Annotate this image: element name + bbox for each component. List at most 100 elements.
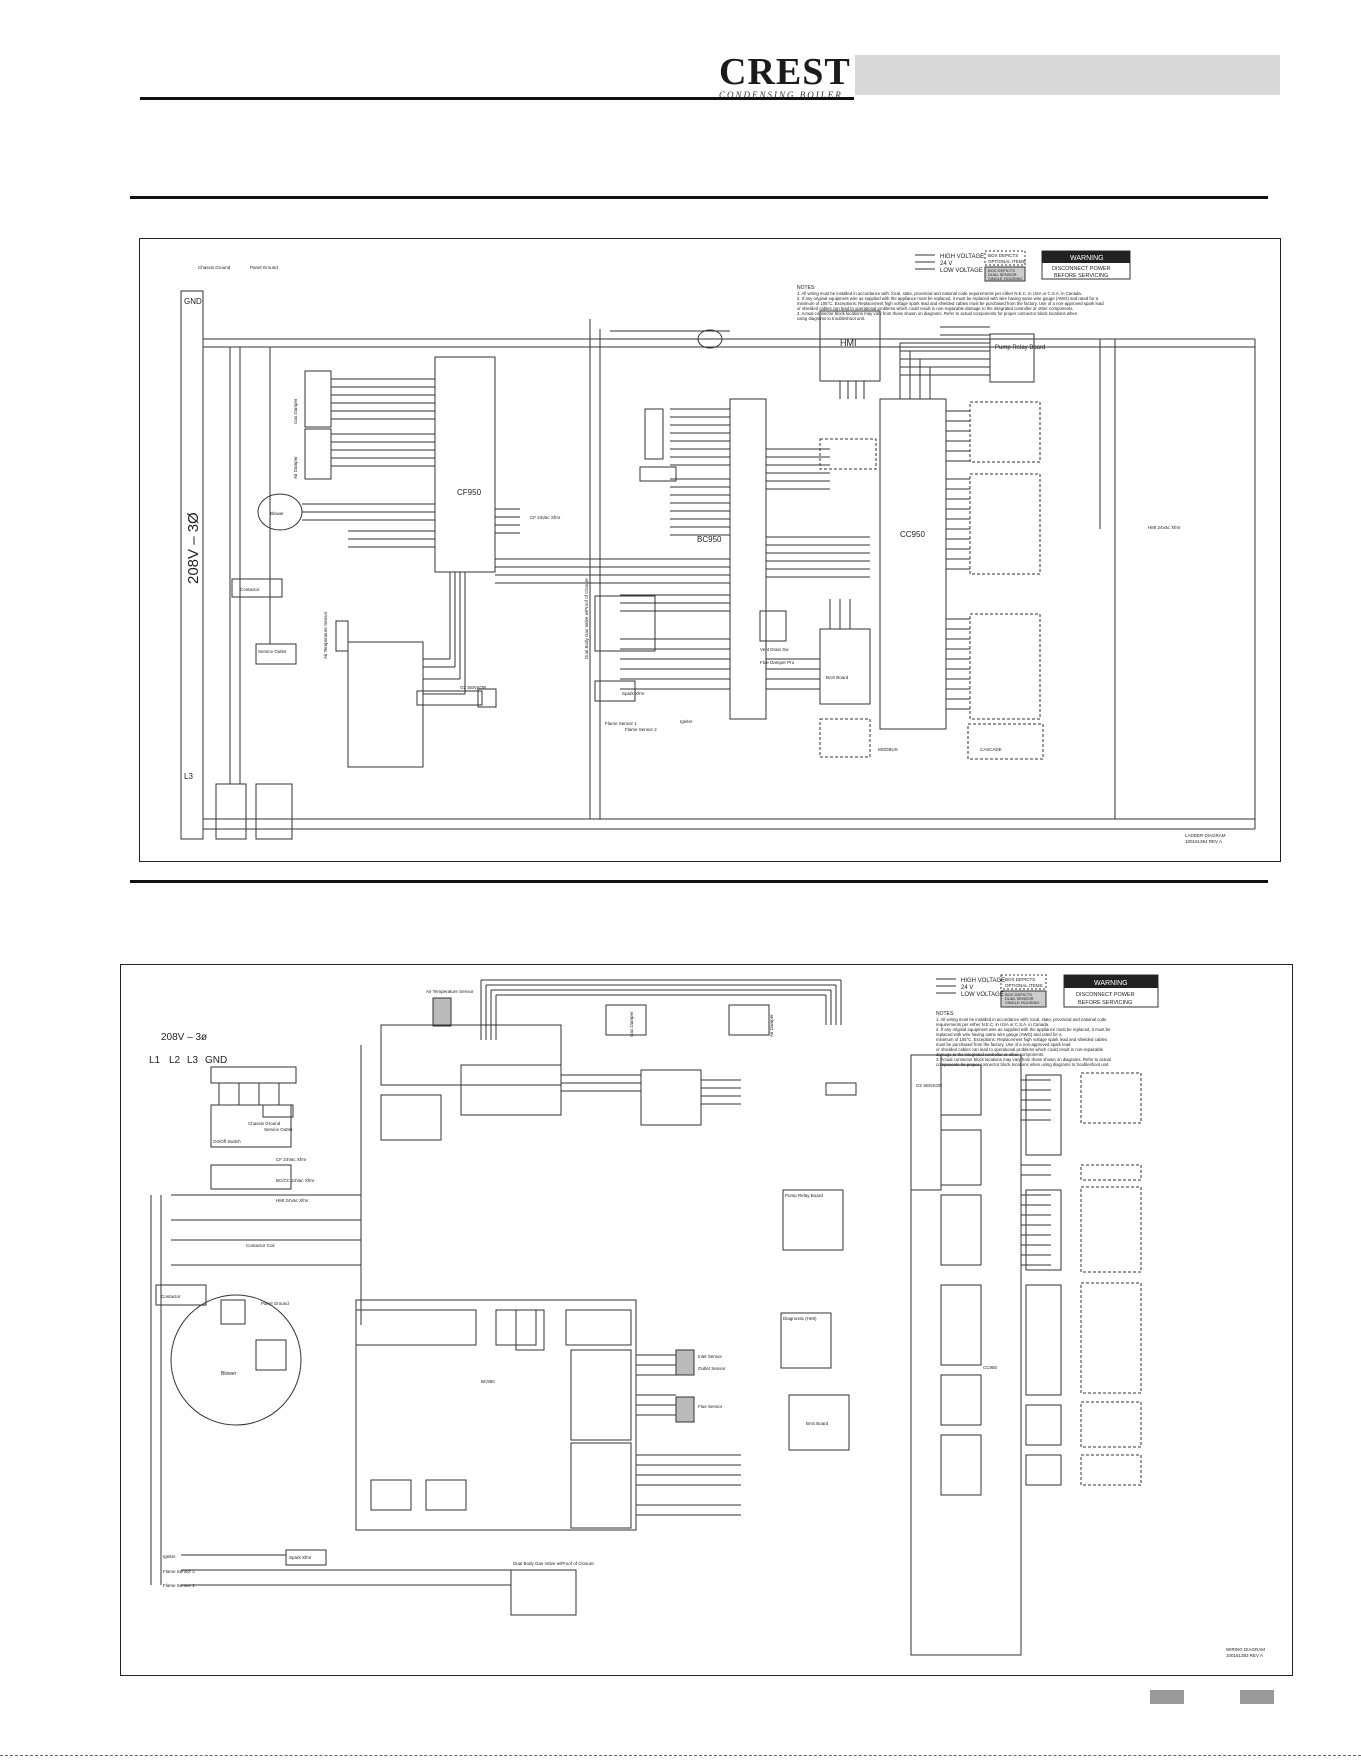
hmi-xfmr2-label: HMI 24Vac Xfmr (276, 1198, 309, 1203)
air-temp-label: Air Temperature Sensor (323, 611, 328, 659)
cf950-board (434, 356, 496, 573)
legend2-low: LOW VOLTAGE (961, 992, 1004, 998)
hmi2-label: Diagnostic (HMI) (783, 1316, 817, 1321)
cc950-label: CC950 (900, 530, 925, 539)
service-outlet-label: Service Outlet (258, 649, 287, 654)
note2-line-5: minimum of 105°C. Exceptions: Replacemen… (936, 1037, 1107, 1042)
blower2-label: Blower (221, 1371, 237, 1377)
crest-logo: CREST CONDENSING BOILER (719, 51, 855, 100)
note-line-3: minimum of 105°C. Exceptions: Replacemen… (797, 301, 1104, 306)
pump-relay-board (782, 1189, 844, 1251)
logo-main-text: CREST (719, 51, 851, 93)
main-power-bus (180, 290, 204, 840)
warning-header-bar-2 (1064, 975, 1158, 988)
chassis-ground-label: Chassis Ground (198, 265, 231, 270)
flue-damper-label: Flue Damper Pro (760, 660, 795, 665)
cc950-main (910, 1054, 1022, 1656)
wiring-diagram-svg: HIGH VOLTAGE 24 V LOW VOLTAGE BOX DEPICT… (149, 974, 1265, 1658)
wiring-label-1: WIRING DIAGRAM (1226, 1647, 1265, 1652)
gnd-label: GND (184, 297, 202, 306)
note-line-2: 2. If any original equipment wire as sup… (797, 296, 1099, 301)
warning-line1: DISCONNECT POWER (1052, 266, 1111, 272)
cf950-label: CF950 (457, 488, 482, 497)
box-dual-line3: SINGLE HOUSING (988, 276, 1022, 281)
phase-l1: L1 (149, 1055, 161, 1066)
igniter-label: Igniter (680, 719, 693, 724)
note2-line-10: components for proper connector block lo… (936, 1062, 1109, 1067)
legend2-24v: 24 V (961, 985, 973, 991)
warning2-title: WARNING (1094, 980, 1128, 987)
pump-relay2-label: Pump Relay Board (785, 1193, 823, 1198)
wiring-diagram: HIGH VOLTAGE 24 V LOW VOLTAGE BOX DEPICT… (120, 964, 1293, 1676)
voltage2-label: 208V – 3ø (161, 1032, 207, 1043)
pump-relay-box (989, 333, 1035, 383)
o2-sensor2-label: O2 SENSOR (916, 1083, 943, 1088)
box2-optional-line2: OPTIONAL ITEMS (1005, 983, 1043, 988)
bc950-board (729, 398, 767, 720)
note-line-5: 3. Actual connector block locations may … (797, 311, 1078, 316)
bas-board (819, 628, 871, 705)
ladder-label-1: LADDER DIAGRAM (1185, 833, 1226, 838)
flame1-2-label: Flame Sensor 1 (163, 1583, 195, 1588)
vent-drain-label: Vent Drain Sw (760, 647, 789, 652)
header-bar (855, 55, 1280, 95)
pump-relay-label: Pump Relay Board (995, 345, 1045, 351)
bas-board-label: BAS Board (826, 675, 849, 680)
inlet2-label: Inlet Sensor (698, 1354, 723, 1359)
cf-xfmr-label: CF 24Vac Xfmr (530, 515, 561, 520)
panel-ground-label: Panel Ground (250, 265, 278, 270)
section-rule-middle (130, 880, 1268, 883)
box-dual-line1: BOX DEPICTS (988, 268, 1015, 273)
phase-gnd: GND (205, 1055, 227, 1066)
on-off-label: On/Off Switch (213, 1139, 241, 1144)
cf-xfmr2-label: CF 24Vac Xfmr (276, 1157, 307, 1162)
box2-optional-line1: BOX DEPICTS (1005, 977, 1035, 982)
air-damper-label: Air Damper (293, 456, 298, 479)
header-rule (140, 97, 854, 100)
ladder-label-2: 100161394 REV A (1185, 839, 1222, 844)
bas-board-2 (788, 1394, 850, 1451)
bc950-2-label: BC950 (481, 1379, 495, 1384)
page-tab-left (1150, 1690, 1184, 1704)
note2-line-7: or shielded cables can lead to operation… (936, 1047, 1104, 1052)
box2-dual-line2: DUAL SENSOR (1005, 996, 1034, 1001)
blower-label: Blower (270, 511, 284, 516)
gas-damper2-label: Gas Damper (629, 1011, 634, 1037)
notes-title: NOTES: (797, 285, 816, 291)
box-optional-line1: BOX DEPICTS (988, 253, 1018, 258)
note2-line-6: must be purchased from the factory. Use … (936, 1042, 1071, 1047)
warning-header-bar (1042, 251, 1130, 263)
air-damper2-label: Air Damper (769, 1014, 774, 1037)
flame2-2-label: Flame Sensor 2 (163, 1569, 195, 1574)
logo-sub-text: CONDENSING BOILER (719, 90, 843, 100)
spark-xfmr-label: Spark Xfmr (622, 691, 645, 696)
hvx-xfmr-label: HMI 24Vac Xfmr (1148, 525, 1181, 530)
bas2-label: BAS Board (806, 1421, 829, 1426)
box2-dual-line3: SINGLE HOUSING (1005, 1000, 1039, 1005)
note2-line-8: damage to the integrated controller or o… (936, 1052, 1044, 1057)
outlet2-label: Outlet Sensor (698, 1366, 726, 1371)
contactor-coil-label: Contactor Coil (246, 1243, 275, 1248)
note2-line-2: requirements per either N.E.C. in USA or… (936, 1022, 1049, 1027)
note2-line-3: 2. If any original equipment wire as sup… (936, 1027, 1111, 1032)
phase-l3: L3 (187, 1055, 199, 1066)
ladder-diagram: HIGH VOLTAGE 24 V LOW VOLTAGE BOX DEPICT… (139, 238, 1281, 862)
legend-low-voltage: LOW VOLTAGE (940, 268, 983, 274)
hmi-diagnostic (780, 1312, 832, 1369)
bc-xfmr2-label: BC/CC 24Vac Xfmr (276, 1178, 315, 1183)
phase-l2: L2 (169, 1055, 181, 1066)
chassis2-label: Chassis Ground (248, 1121, 281, 1126)
gas-valve-box (510, 1569, 577, 1616)
l3-label: L3 (184, 772, 193, 781)
flue2-label: Flue Sensor (698, 1404, 723, 1409)
note-line-6: using diagrams to troubleshoot unit. (797, 316, 865, 321)
contactor-label: Contactor (240, 587, 260, 592)
note-line-4: or shielded cables can lead to operation… (797, 306, 1074, 311)
blower-circle (170, 1294, 302, 1426)
hmi-label: HMI (840, 338, 857, 348)
bottom-cut-line (0, 1755, 1361, 1756)
terminal-block (210, 1066, 297, 1084)
page-tab-right (1240, 1690, 1274, 1704)
hmi-box (819, 310, 881, 382)
note2-line-9: 3. Actual connector block locations may … (936, 1057, 1111, 1062)
